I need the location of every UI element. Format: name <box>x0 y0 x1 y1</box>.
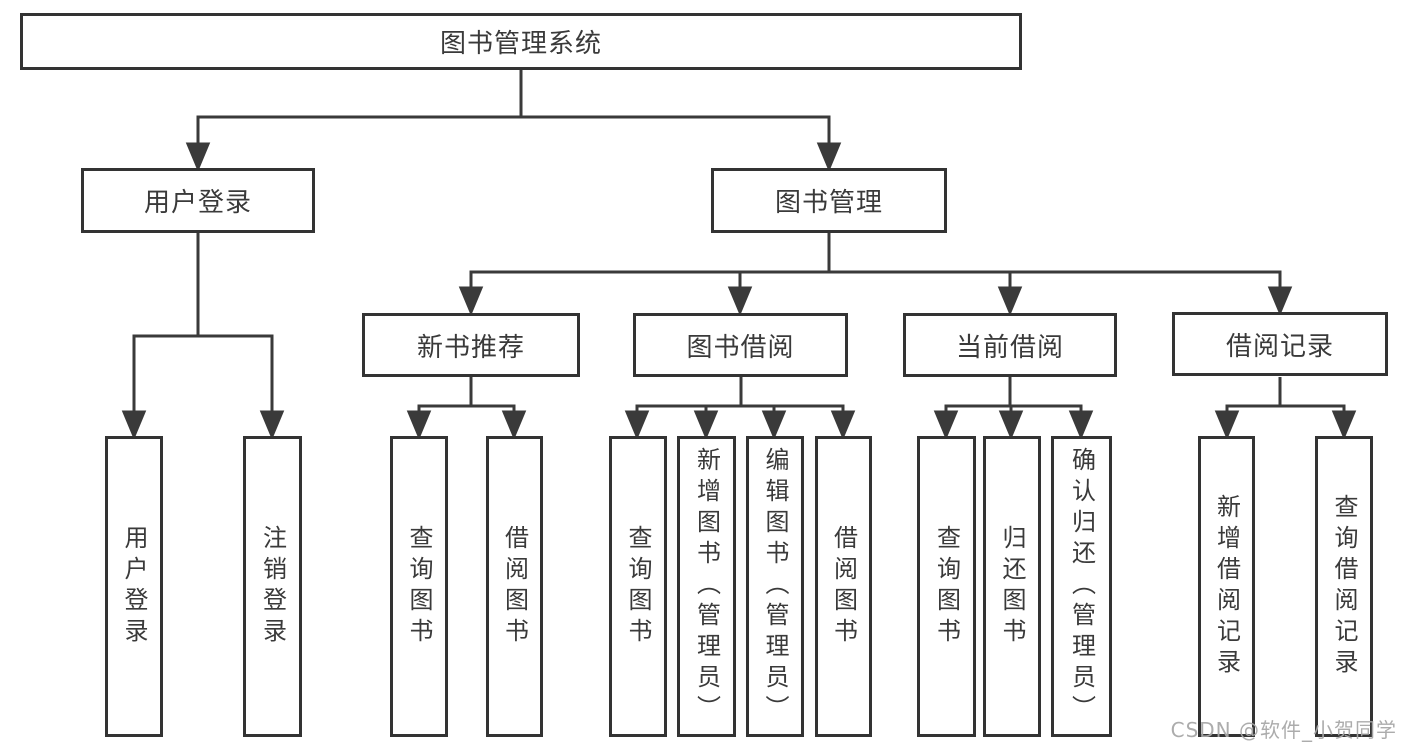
node-borrowing-add-book-admin-label: 新增图书（管理员） <box>692 447 721 726</box>
node-borrowing-add-book-admin: 新增图书（管理员） <box>677 436 736 737</box>
node-records-add-borrow-record-label: 新增借阅记录 <box>1212 493 1241 680</box>
node-recommend-query-books: 查询图书 <box>390 436 448 737</box>
node-borrowing-edit-book-admin: 编辑图书（管理员） <box>746 436 804 737</box>
node-current-return-book-label: 归还图书 <box>998 524 1026 649</box>
node-borrowing-query-books: 查询图书 <box>609 436 667 737</box>
node-current-borrowing: 当前借阅 <box>903 313 1117 377</box>
node-current-query-books: 查询图书 <box>917 436 976 737</box>
node-user-login: 用户登录 <box>81 168 315 233</box>
connector-recommend-to-leaves <box>406 377 527 440</box>
node-library-system: 图书管理系统 <box>20 13 1022 70</box>
connector-bookmgmt-to-level3 <box>458 232 1293 316</box>
node-borrowing-edit-book-admin-label: 编辑图书（管理员） <box>761 447 789 726</box>
node-current-return-book: 归还图书 <box>983 436 1041 737</box>
node-recommend-borrow-books: 借阅图书 <box>486 436 543 737</box>
connector-borrowing-to-leaves <box>624 377 856 440</box>
node-recommend-borrow-books-label: 借阅图书 <box>500 524 529 649</box>
node-records-query-borrow-record-label: 查询借阅记录 <box>1330 493 1358 680</box>
node-user-login-action: 用户登录 <box>105 436 163 737</box>
connector-current-to-leaves <box>933 377 1094 440</box>
node-current-confirm-return-admin-label: 确认归还（管理员） <box>1067 447 1096 726</box>
node-logout-action-label: 注销登录 <box>258 524 287 649</box>
node-borrowing-query-books-label: 查询图书 <box>624 524 652 649</box>
node-user-login-action-label: 用户登录 <box>120 524 148 649</box>
node-book-management: 图书管理 <box>711 168 947 233</box>
connector-userlogin-to-leaves <box>121 232 285 440</box>
node-current-confirm-return-admin: 确认归还（管理员） <box>1051 436 1112 737</box>
node-borrowing-borrow-books-label: 借阅图书 <box>829 524 858 649</box>
node-book-borrowing: 图书借阅 <box>633 313 848 377</box>
connector-root-to-level2 <box>185 70 842 172</box>
csdn-watermark: CSDN @软件_小贺同学 <box>1170 718 1397 742</box>
node-borrowing-records: 借阅记录 <box>1172 312 1388 376</box>
node-current-query-books-label: 查询图书 <box>932 524 961 649</box>
node-records-add-borrow-record: 新增借阅记录 <box>1198 436 1255 737</box>
node-logout-action: 注销登录 <box>243 436 302 737</box>
node-records-query-borrow-record: 查询借阅记录 <box>1315 436 1373 737</box>
node-new-book-recommendation: 新书推荐 <box>362 313 580 377</box>
node-borrowing-borrow-books: 借阅图书 <box>815 436 872 737</box>
connector-records-to-leaves <box>1214 377 1357 440</box>
node-recommend-query-books-label: 查询图书 <box>405 524 433 649</box>
